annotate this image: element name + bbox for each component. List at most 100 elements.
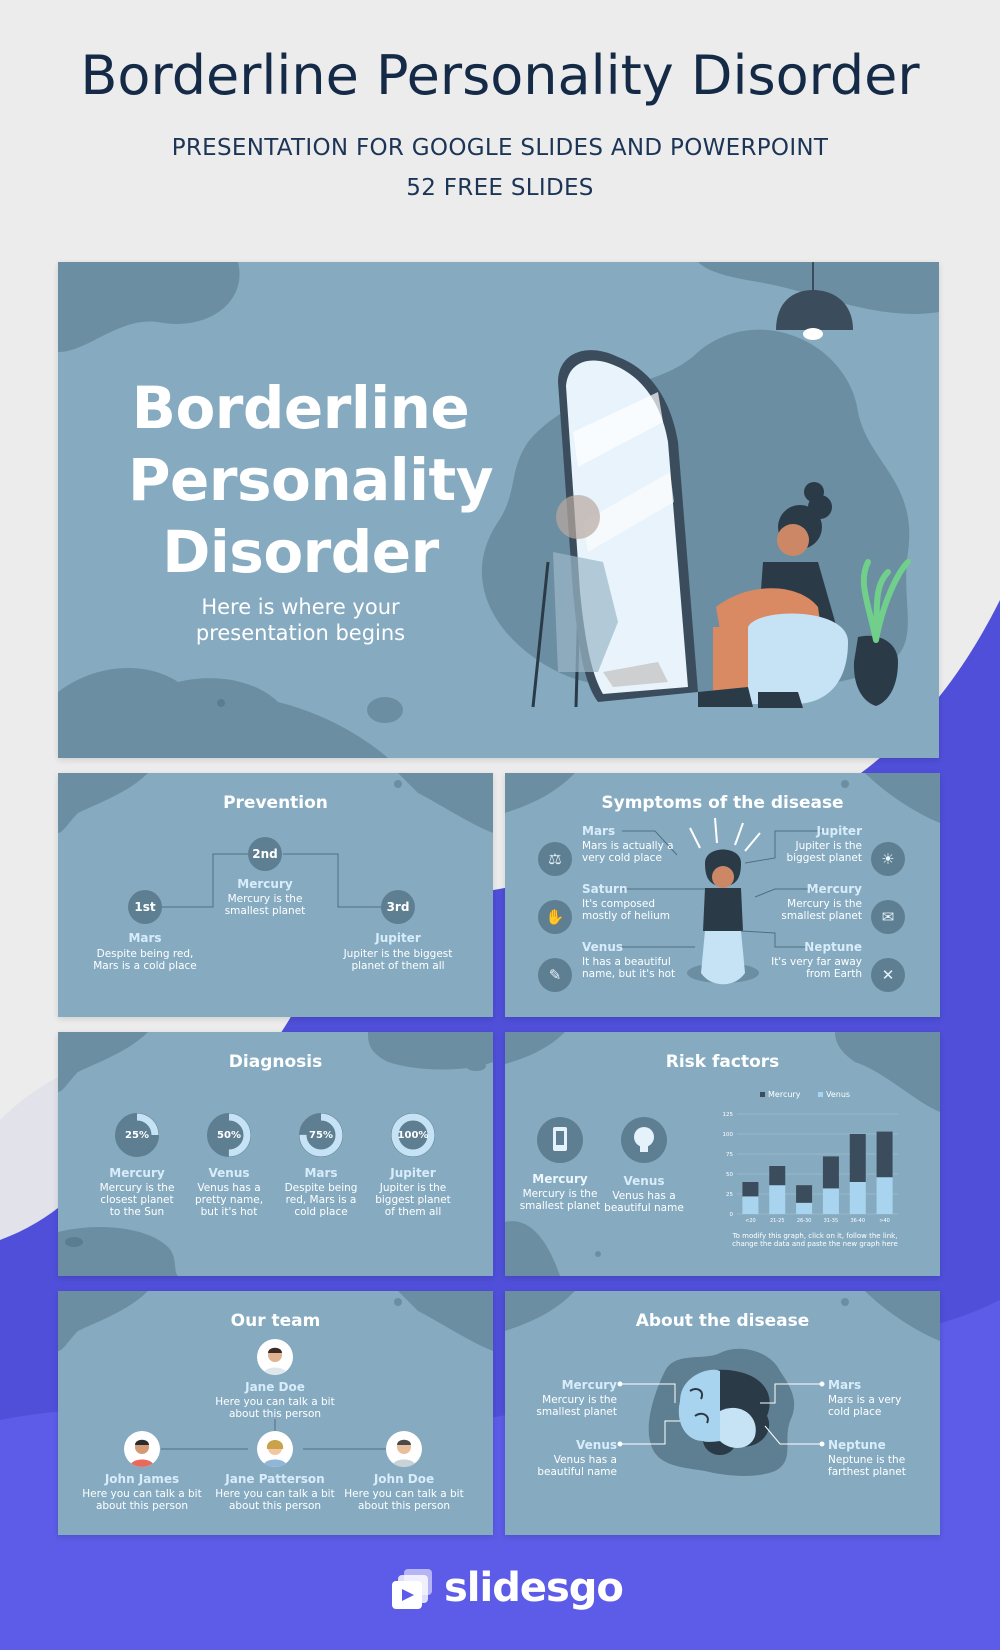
team-slide[interactable]: Our team Jane Doe Here you can talk a bi… — [58, 1291, 493, 1535]
slidesgo-logo-text: slidesgo — [444, 1565, 624, 1611]
chart-bar-venus — [822, 1188, 839, 1214]
chart-legend-swatch — [760, 1092, 765, 1097]
symptoms-decor — [505, 773, 940, 985]
step-badge: 3rd — [381, 890, 415, 924]
about-slide[interactable]: About the disease Mercury Mercury is the… — [505, 1291, 940, 1535]
diagnosis-name: Jupiter — [390, 1166, 436, 1180]
about-name: Mars — [828, 1378, 862, 1392]
symptoms-slide[interactable]: Symptoms of the disease ⚖ ✋ ✎ ☀ ✉ ✕ Mars… — [505, 773, 940, 1017]
symptom-name: Mercury — [806, 882, 862, 896]
risk-title: Risk factors — [665, 1052, 780, 1072]
avatar — [257, 1339, 293, 1375]
chart-xtick: 21-25 — [770, 1218, 785, 1224]
chart-bar-venus — [876, 1177, 893, 1214]
member-name: Jane Patterson — [225, 1472, 325, 1486]
chart-xtick: <20 — [745, 1218, 756, 1224]
chart-ytick: 125 — [723, 1112, 734, 1118]
donut-value: 25% — [125, 1129, 149, 1141]
chart-ytick: 75 — [726, 1152, 733, 1158]
team-decor — [58, 1291, 493, 1450]
step-badge: 2nd — [248, 837, 282, 871]
symptom-name: Jupiter — [816, 824, 862, 838]
step-badge: 1st — [128, 890, 162, 924]
chart-note: To modify this graph, click on it, follo… — [732, 1232, 898, 1249]
donut-arc — [115, 1113, 159, 1157]
chart-bar-mercury — [849, 1134, 866, 1182]
diagnosis-title: Diagnosis — [228, 1052, 323, 1072]
member-name: Jane Doe — [245, 1380, 305, 1394]
step-name: Mars — [128, 931, 162, 945]
chat-bubbles-icon: ✉ — [871, 900, 905, 934]
risk-name: Venus — [623, 1174, 665, 1188]
diagnosis-decor — [58, 1032, 493, 1276]
chart-bar-mercury — [769, 1166, 786, 1186]
chart-bar-venus — [849, 1182, 866, 1214]
slidesgo-logo-icon — [392, 1569, 432, 1609]
chart-legend-label: Mercury — [768, 1090, 801, 1099]
avatar — [386, 1431, 422, 1467]
symptom-name: Saturn — [582, 882, 628, 896]
member-name: John Doe — [373, 1472, 435, 1486]
about-name: Venus — [576, 1438, 617, 1452]
chart-bar-mercury — [876, 1131, 893, 1178]
fork-knife-icon: ✕ — [871, 958, 905, 992]
donut-value: 50% — [217, 1129, 241, 1141]
chart-ytick: 0 — [730, 1212, 734, 1218]
palette-icon: ✎ — [538, 958, 572, 992]
chart-xtick: 36-40 — [850, 1218, 865, 1224]
chart-bar-mercury — [742, 1182, 759, 1197]
chart-bar-mercury — [796, 1185, 813, 1203]
praying-hands-icon: ✋ — [538, 900, 572, 934]
cover-illustration — [58, 262, 939, 758]
prevention-title: Prevention — [223, 793, 328, 813]
donut-value: 100% — [397, 1129, 429, 1141]
prevention-slide[interactable]: Prevention 1st 2nd 3rd Mars Despite bein… — [58, 773, 493, 1017]
symptom-name: Mars — [582, 824, 616, 838]
slide-count: 52 FREE SLIDES — [406, 175, 594, 201]
cover-title: Borderline Personality Disorder — [128, 374, 494, 586]
risk-decor — [505, 1032, 940, 1276]
cover-slide[interactable]: Borderline Personality Disorder Here is … — [58, 262, 939, 758]
diagnosis-slide[interactable]: Diagnosis 25% 50% 75% 100% Mercury Mercu… — [58, 1032, 493, 1276]
diagnosis-name: Venus — [208, 1166, 250, 1180]
chart-xtick: 26-30 — [797, 1218, 812, 1224]
chart-bar-venus — [742, 1196, 759, 1214]
lightbulb-icon: ☀ — [871, 842, 905, 876]
symptom-name: Neptune — [804, 940, 862, 954]
about-title: About the disease — [635, 1311, 810, 1331]
donut-arc — [391, 1113, 435, 1157]
chart-bar-venus — [769, 1185, 786, 1214]
about-name: Mercury — [561, 1378, 617, 1392]
member-name: John James — [104, 1472, 180, 1486]
donut-value: 75% — [309, 1129, 333, 1141]
prevention-decor — [58, 773, 493, 908]
page-title: Borderline Personality Disorder — [80, 44, 920, 107]
avatar — [257, 1431, 293, 1467]
symptom-name: Venus — [582, 940, 623, 954]
chart-bar-mercury — [822, 1156, 839, 1189]
risk-name: Mercury — [532, 1172, 588, 1186]
donut-arc — [299, 1113, 343, 1157]
slidesgo-logo[interactable]: slidesgo — [390, 1565, 624, 1611]
